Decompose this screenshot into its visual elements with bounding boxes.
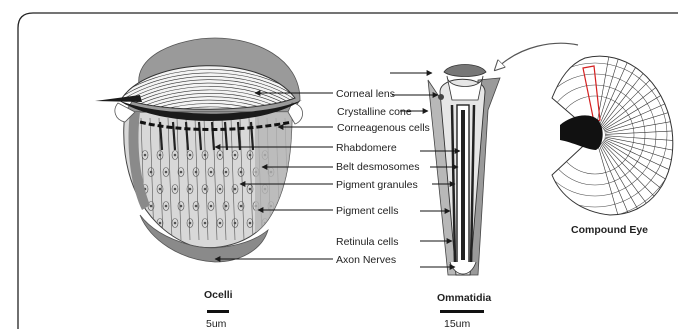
scale-label-ocelli: 5um xyxy=(206,318,227,329)
scale-bar-ocelli xyxy=(207,310,229,313)
ocelli-nucleus xyxy=(165,205,167,207)
ocelli-nucleus xyxy=(180,205,182,207)
caption-ommatidia: Ommatidia xyxy=(437,292,491,304)
ocelli-nucleus xyxy=(204,222,206,224)
ommatidium-lens xyxy=(444,65,486,77)
ocelli-nucleus xyxy=(225,171,227,173)
ocelli-nucleus xyxy=(234,154,236,156)
ocelli-nucleus xyxy=(174,154,176,156)
label-pigment-granules: Pigment granules xyxy=(336,179,418,191)
ocelli-nucleus xyxy=(210,205,212,207)
ocelli-nucleus xyxy=(240,171,242,173)
ocelli-nucleus xyxy=(189,222,191,224)
caption-compound-eye: Compound Eye xyxy=(571,224,648,236)
compound-eye-optic-nerve xyxy=(560,115,603,150)
ocelli-nucleus xyxy=(219,154,221,156)
ocelli-nucleus xyxy=(174,222,176,224)
label-axon-nerves: Axon Nerves xyxy=(336,254,396,266)
scale-label-ommatidia: 15um xyxy=(444,318,471,329)
label-corneal-lens: Corneal lens xyxy=(336,88,395,100)
ommatidium-cell-dot xyxy=(438,94,444,100)
ocelli-nucleus xyxy=(165,171,167,173)
ocelli-nucleus xyxy=(219,222,221,224)
ocelli-nucleus xyxy=(225,205,227,207)
ocelli-nucleus xyxy=(249,154,251,156)
ocelli-nucleus xyxy=(249,222,251,224)
ocelli-nucleus xyxy=(195,205,197,207)
ocelli-nucleus xyxy=(234,188,236,190)
ocelli-nucleus xyxy=(180,171,182,173)
ocelli-illustration xyxy=(95,38,305,262)
ocelli-nucleus xyxy=(210,171,212,173)
ocelli-nucleus xyxy=(249,188,251,190)
ocelli-nucleus xyxy=(219,188,221,190)
ocelli-nucleus xyxy=(150,205,152,207)
ocelli-nucleus xyxy=(234,222,236,224)
ocelli-nucleus xyxy=(189,154,191,156)
label-pigment-cells: Pigment cells xyxy=(336,205,398,217)
connector-arrow xyxy=(495,43,578,70)
ommatidium-illustration xyxy=(428,65,500,276)
ocelli-nucleus xyxy=(150,171,152,173)
ocelli-nucleus xyxy=(174,188,176,190)
scale-bar-ommatidia xyxy=(440,310,484,313)
label-retinula-cells: Retinula cells xyxy=(336,236,398,248)
ocelli-nucleus xyxy=(144,154,146,156)
caption-ocelli: Ocelli xyxy=(204,289,233,301)
ocelli-nucleus xyxy=(240,205,242,207)
ocelli-nucleus xyxy=(204,154,206,156)
label-rhabdomere: Rhabdomere xyxy=(336,142,397,154)
compound-eye-illustration xyxy=(490,27,678,241)
ocelli-nucleus xyxy=(159,154,161,156)
ocelli-nucleus xyxy=(204,188,206,190)
label-belt-desmosomes: Belt desmosomes xyxy=(336,161,419,173)
ocelli-nucleus xyxy=(189,188,191,190)
label-corneagenous-cells: Corneagenous cells xyxy=(337,122,430,134)
ommatidium-rhabdom xyxy=(461,110,465,260)
label-crystalline-cone: Crystalline cone xyxy=(337,106,412,118)
ocelli-nucleus xyxy=(159,188,161,190)
ocelli-nucleus xyxy=(159,222,161,224)
ocelli-nucleus xyxy=(195,171,197,173)
ocelli-left-spike xyxy=(95,95,142,102)
